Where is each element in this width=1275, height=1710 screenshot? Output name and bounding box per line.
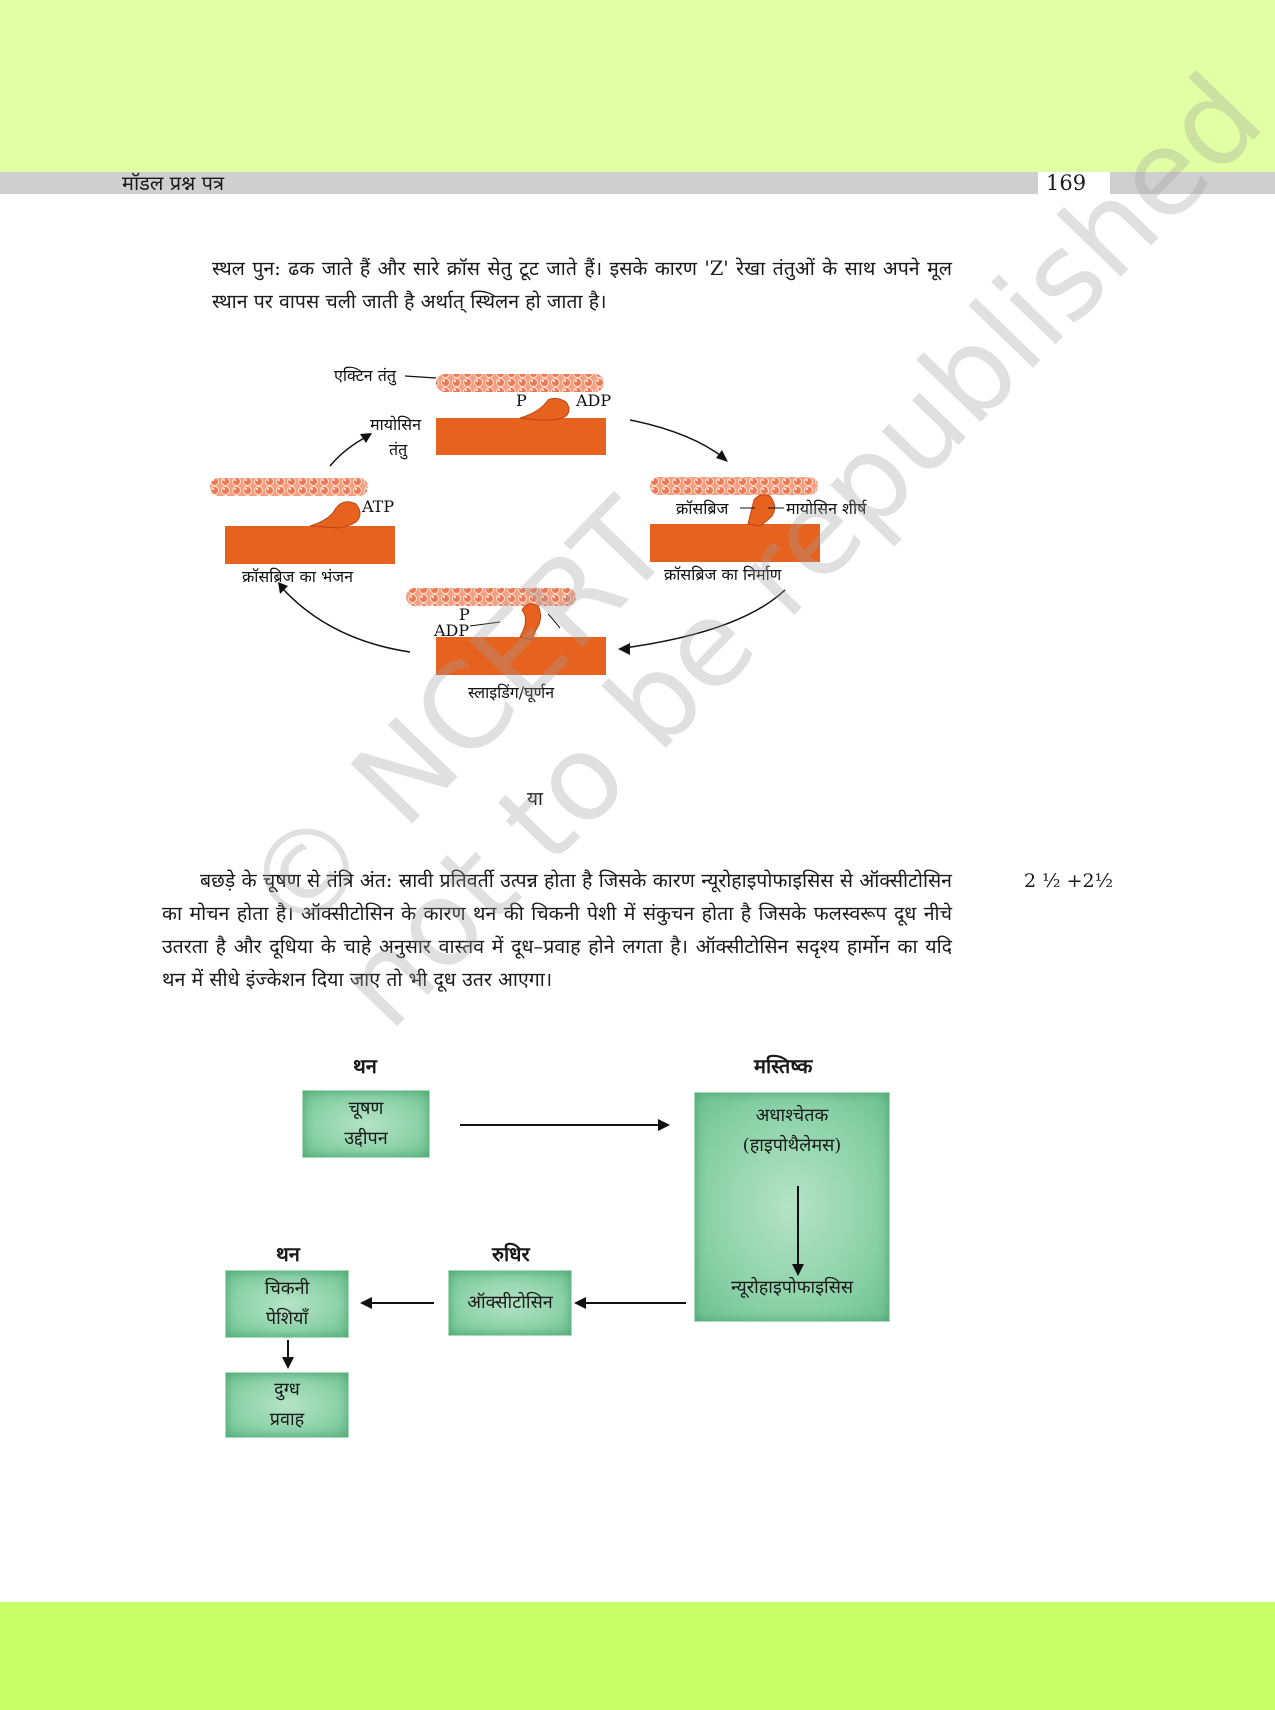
label-p-bottom: P (459, 605, 470, 624)
hypothalamus-label: अधाश्चेतक (हाइपोथैलेमस) (743, 1101, 842, 1161)
neurohypophysis-label: न्यूरोहाइपोफाइसिस (730, 1277, 854, 1298)
arrowhead (278, 582, 288, 594)
myosin-filament (436, 637, 606, 675)
panel-left (210, 478, 395, 564)
myosin-head (747, 494, 776, 527)
label-p: P (516, 391, 527, 410)
arrowhead (360, 1297, 372, 1309)
cycle-arrow-upper-right (629, 419, 725, 459)
label-adp-bottom: ADP (433, 621, 469, 640)
box-text: अधाश्चेतक (755, 1105, 829, 1126)
arrowhead (360, 433, 372, 443)
label-adp: ADP (575, 391, 611, 410)
myosin-filament (436, 418, 606, 455)
box-text: चिकनी (264, 1278, 310, 1299)
rotation-arrow (547, 613, 561, 629)
adp-release-arrow (469, 621, 501, 627)
panel-right (650, 477, 820, 562)
box-oxytocin: ऑक्सीटोसिन (448, 1270, 572, 1336)
myosin-filament (650, 524, 820, 562)
arrow-stimulus-to-brain (460, 1124, 660, 1126)
arrow-hypothalamus-to-neurohypophysis (797, 1186, 799, 1266)
heading-udder: थन (353, 1054, 377, 1078)
box-brain: अधाश्चेतक (हाइपोथैलेमस) न्यूरोहाइपोफाइसि… (694, 1092, 890, 1322)
myosin-head (519, 603, 542, 641)
arrowhead (716, 450, 728, 462)
label-crossbridge: क्रॉसब्रिज (676, 499, 730, 518)
arrowhead (658, 1119, 670, 1131)
arrowhead (282, 1357, 294, 1369)
arrow-brain-to-oxytocin (586, 1302, 686, 1304)
box-suckling-stimulus: चूषण उद्दीपन (302, 1090, 430, 1158)
box-text: पेशियाँ (265, 1308, 309, 1329)
top-color-band (0, 0, 1275, 172)
bottom-color-band (0, 1602, 1275, 1710)
actin-pointer-line (404, 375, 437, 379)
label-sliding: स्लाइडिंग/घूर्णन (468, 683, 555, 703)
arrow-oxytocin-to-muscle (372, 1302, 434, 1304)
box-smooth-muscle: चिकनी पेशियाँ (225, 1270, 349, 1338)
box-text: दुग्ध (274, 1379, 300, 1400)
actin-filament (650, 477, 818, 495)
box-text: ऑक्सीटोसिन (467, 1292, 553, 1313)
heading-blood: रुधिर (492, 1242, 530, 1266)
label-myosin-2: तंतु (389, 440, 408, 460)
cycle-arrow-lower-right (623, 589, 786, 649)
panel-bottom (406, 588, 606, 675)
paragraph-contraction-end: स्थल पुन: ढक जाते हैं और सारे क्रॉस सेतु… (212, 257, 952, 313)
actin-filament (210, 478, 368, 496)
label-crossbridge-formation: क्रॉसब्रिज का निर्माण (664, 565, 782, 584)
running-header-title: मॉडल प्रश्न पत्र (122, 171, 225, 195)
arrowhead (792, 1264, 804, 1276)
label-myosin-head: मायोसिन शीर्ष (786, 499, 867, 518)
myosin-filament (225, 526, 395, 564)
paragraph-milk-ejection: बछड़े के चूषण से तंत्रि अंत: स्रावी प्रत… (162, 869, 952, 991)
cycle-arrow-lower-left (281, 587, 411, 653)
box-text: प्रवाह (269, 1409, 305, 1430)
marks-allocation: 2 ½ +2½ (1024, 870, 1114, 892)
header-bar (0, 172, 1275, 194)
label-crossbridge-breaking: क्रॉसब्रिज का भंजन (242, 567, 354, 586)
myosin-head (519, 397, 570, 421)
box-milk-flow: दुग्ध प्रवाह (225, 1372, 349, 1438)
page-number: 169 (1046, 171, 1087, 195)
arrowhead (574, 1297, 586, 1309)
header-page-number-slot (1038, 172, 1110, 194)
arrow-muscle-to-milk (287, 1340, 289, 1360)
panel-top (404, 374, 606, 455)
box-text: चूषण (348, 1098, 384, 1119)
box-text: (हाइपोथैलेमस) (742, 1135, 842, 1156)
label-actin: एक्टिन तंतु (334, 366, 397, 386)
heading-udder-2: थन (276, 1242, 300, 1266)
label-atp: ATP (361, 497, 394, 516)
actin-filament (436, 374, 604, 392)
cycle-arrow-upper-left (329, 435, 369, 467)
or-label: या (527, 788, 543, 810)
myosin-head (309, 501, 361, 529)
label-myosin: मायोसिन (370, 415, 422, 434)
box-text: उद्दीपन (344, 1128, 388, 1149)
heading-brain: मस्तिष्क (754, 1054, 813, 1078)
actin-filament (406, 588, 576, 606)
arrowhead (618, 643, 630, 655)
